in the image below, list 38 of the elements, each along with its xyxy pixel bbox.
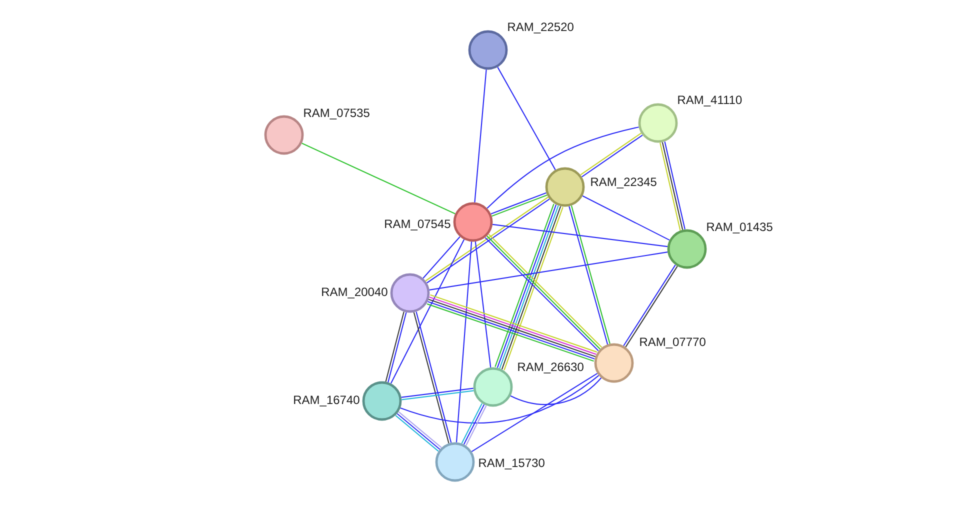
node-label: RAM_22520 [506, 22, 575, 34]
node-label: RAM_20040 [320, 286, 389, 300]
edge-line [429, 252, 668, 290]
edge-line [401, 388, 474, 398]
node-circle [453, 202, 493, 242]
node-label: RAM_07545 [383, 218, 452, 232]
node-circle [667, 229, 707, 269]
node-circle [468, 30, 508, 70]
node-label: RAM_22345 [589, 176, 658, 190]
edge-line [456, 242, 472, 442]
edge-line [486, 126, 639, 209]
node-label: RAM_01435 [705, 222, 774, 234]
node-circle [545, 167, 585, 207]
node-label: RAM_16740 [292, 394, 361, 408]
edge-line [422, 236, 460, 279]
node-label: RAM_07535 [302, 108, 371, 120]
edge-line [474, 241, 492, 368]
node-circle [264, 115, 304, 155]
node-label: RAM_26630 [516, 362, 585, 374]
edge-line [497, 66, 556, 170]
node-circle [362, 381, 402, 421]
edge-line [510, 378, 602, 406]
node-circle [473, 367, 513, 407]
edge-line [471, 372, 598, 452]
edge-line [390, 239, 465, 384]
node-label: RAM_41110 [676, 94, 744, 108]
edge-line [474, 70, 487, 202]
node-label: RAM_07770 [638, 336, 707, 350]
edge-line [582, 195, 670, 241]
node-label: RAM_15730 [477, 458, 546, 470]
edge-line [400, 375, 600, 424]
node-circle [638, 103, 678, 143]
node-circle [435, 442, 475, 482]
node-circle [390, 273, 430, 313]
edge-line [492, 224, 668, 248]
edge-line [402, 390, 474, 400]
node-circle [594, 343, 634, 383]
edge-line [302, 142, 456, 214]
